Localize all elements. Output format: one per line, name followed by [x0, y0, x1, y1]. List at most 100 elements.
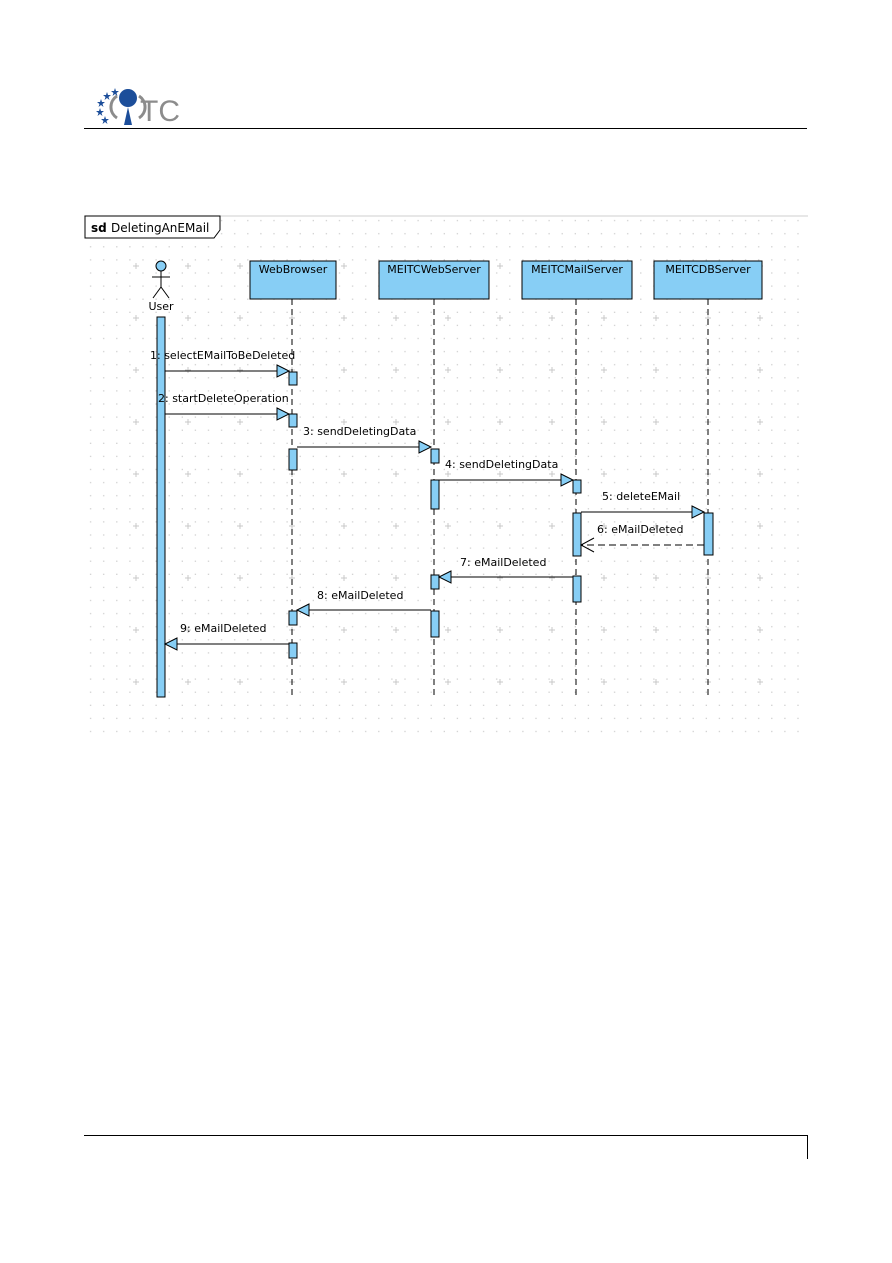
message-label-8: 8: eMailDeleted [317, 589, 403, 602]
grid-cross [497, 419, 503, 425]
lifeline-meitcmailserver: MEITCMailServer [521, 260, 633, 699]
activation-webbrowser-2 [288, 413, 298, 428]
grid-cross [757, 575, 763, 581]
grid-cross [497, 367, 503, 373]
grid-cross [601, 679, 607, 685]
lifeline-header-meitcwebserver [378, 260, 490, 300]
grid-cross [757, 679, 763, 685]
lifeline-label-meitcmailserver: MEITCMailServer [531, 263, 623, 276]
message-arrowhead-5 [691, 505, 706, 519]
grid-cross [445, 419, 451, 425]
grid-cross [445, 679, 451, 685]
grid-cross [393, 523, 399, 529]
grid-cross [185, 575, 191, 581]
grid-cross [445, 471, 451, 477]
grid-cross [185, 471, 191, 477]
grid-cross [445, 315, 451, 321]
message-7: 7: eMailDeleted [437, 556, 573, 584]
message-9: 9: eMailDeleted [163, 622, 289, 651]
grid-cross [341, 315, 347, 321]
grid-cross [185, 627, 191, 633]
grid-cross [653, 315, 659, 321]
grid-cross [653, 367, 659, 373]
lifeline-label-meitcwebserver: MEITCWebServer [387, 263, 481, 276]
message-6: 6: eMailDeleted [579, 523, 704, 553]
actor-right-leg [160, 286, 170, 299]
activation-user [156, 316, 166, 698]
activation-webbrowser-1 [288, 371, 298, 386]
grid-cross [341, 679, 347, 685]
activation-mailserver-3 [572, 575, 582, 603]
grid-cross [653, 419, 659, 425]
grid-cross [549, 523, 555, 529]
activation-bars [288, 371, 714, 659]
grid-cross [185, 367, 191, 373]
message-3: 3: sendDeletingData [297, 425, 433, 454]
grid-cross [653, 471, 659, 477]
message-5: 5: deleteEMail [581, 490, 706, 519]
grid-cross [497, 315, 503, 321]
activation-webbrowser-4 [288, 610, 298, 626]
grid-cross [445, 627, 451, 633]
grid-cross [601, 419, 607, 425]
grid-cross [237, 471, 243, 477]
message-arrowhead-9 [163, 637, 178, 651]
sequence-diagram: sd DeletingAnEMail User WebBrowser MEITC… [84, 214, 808, 734]
message-8: 8: eMailDeleted [295, 589, 431, 617]
grid-cross [237, 627, 243, 633]
activation-mailserver-2 [572, 512, 582, 557]
footer-tick [807, 1135, 808, 1159]
grid-cross [237, 367, 243, 373]
message-arrowhead-6 [579, 537, 595, 553]
grid-cross [133, 471, 139, 477]
grid-cross [341, 523, 347, 529]
frame-keyword: sd [91, 221, 107, 235]
activation-mailserver-1 [572, 479, 582, 494]
grid-cross [133, 419, 139, 425]
message-label-2: 2: startDeleteOperation [158, 392, 289, 405]
message-label-6: 6: eMailDeleted [597, 523, 683, 536]
grid-cross [393, 575, 399, 581]
lifeline-header-meitcdbserver [653, 260, 763, 300]
grid-cross [341, 367, 347, 373]
frame-tab: sd DeletingAnEMail [84, 215, 808, 239]
grid-cross [133, 627, 139, 633]
grid-cross [653, 627, 659, 633]
grid-cross [185, 315, 191, 321]
grid-cross [757, 471, 763, 477]
grid-cross [393, 679, 399, 685]
grid-cross [549, 679, 555, 685]
message-arrowhead-8 [295, 603, 310, 617]
grid-cross [757, 523, 763, 529]
grid-cross [393, 315, 399, 321]
activation-webbrowser-5 [288, 642, 298, 659]
grid-cross [185, 679, 191, 685]
message-4: 4: sendDeletingData [439, 458, 575, 487]
grid-cross [653, 575, 659, 581]
grid-cross [497, 627, 503, 633]
message-label-5: 5: deleteEMail [602, 490, 680, 503]
itc-logo: TC [96, 86, 206, 128]
grid-cross [341, 419, 347, 425]
grid-cross [237, 419, 243, 425]
message-arrowhead-4 [560, 473, 575, 487]
grid-cross [393, 367, 399, 373]
grid-cross [601, 523, 607, 529]
activation-webserver-2 [430, 479, 440, 510]
activation-webserver-4 [430, 610, 440, 638]
header-rule [84, 128, 807, 129]
grid-cross [133, 575, 139, 581]
grid-cross [497, 575, 503, 581]
grid-cross [549, 315, 555, 321]
message-arrowhead-2 [276, 407, 291, 421]
grid-cross [757, 315, 763, 321]
message-1: 1: selectEMailToBeDeleted [150, 349, 295, 378]
grid-cross [341, 263, 347, 269]
grid-cross [757, 367, 763, 373]
grid-cross [601, 575, 607, 581]
grid-cross [393, 627, 399, 633]
grid-cross [185, 419, 191, 425]
grid-cross [653, 679, 659, 685]
grid-cross [497, 679, 503, 685]
message-arrowhead-1 [276, 364, 291, 378]
